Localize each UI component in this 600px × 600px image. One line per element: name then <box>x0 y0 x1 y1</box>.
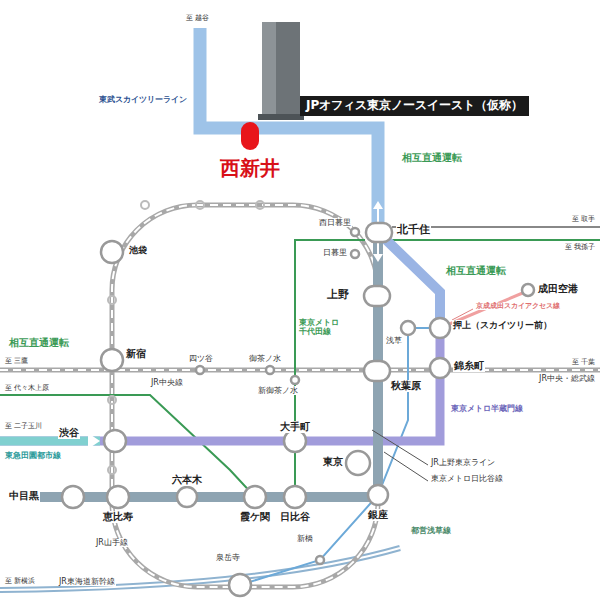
station-markers <box>62 223 534 596</box>
map-label: 東京メトロ半蔵門線 <box>450 404 524 413</box>
map-label: 大手町 <box>279 421 311 433</box>
map-label: 都営浅草線 <box>410 526 452 535</box>
map-label: 四ツ谷 <box>188 354 214 363</box>
station-marker: 西新井 <box>200 120 300 180</box>
map-label: 錦糸町 <box>453 360 485 372</box>
map-label: 東京 <box>322 456 344 468</box>
map-label: 北千住 <box>396 224 431 237</box>
map-label: 東武スカイツリーライン <box>98 95 188 104</box>
map-label: 東急田園都市線 <box>4 451 62 460</box>
map-label: JR中央線 <box>150 378 184 387</box>
map-label: 新宿 <box>125 348 147 360</box>
map-label: JR東海道新幹線 <box>58 577 116 586</box>
map-label: 成田空港 <box>537 283 579 295</box>
map-label: 恵比寿 <box>102 511 134 523</box>
map-label: 至 代々木上原 <box>4 384 50 392</box>
building-illustration <box>258 22 304 120</box>
map-label: 霞ケ関 <box>239 511 271 523</box>
map-label: 御茶ノ水 <box>248 354 282 363</box>
map-label: JR上野東京ライン <box>430 458 496 467</box>
map-label: 新御茶ノ水 <box>257 386 299 395</box>
map-label: JR中央・総武線 <box>538 374 596 383</box>
map-label: 東京メトロ日比谷線 <box>430 474 504 483</box>
map-label: 相互直通運転 <box>8 337 70 349</box>
map-label: 至 二子玉川 <box>4 422 43 430</box>
title-text: JPオフィス東京ノースイースト（仮称） <box>306 98 523 114</box>
map-label: 至 取手 <box>571 215 596 223</box>
map-label: 至 三鷹 <box>4 357 29 365</box>
map-label: 上野 <box>326 289 350 302</box>
map-label: 新橋 <box>296 534 314 543</box>
map-label: 至 我孫子 <box>564 243 596 251</box>
map-label: 秋葉原 <box>390 380 422 392</box>
map-label: 日比谷 <box>279 511 311 523</box>
map-label: 押上（スカイツリー前） <box>452 320 553 330</box>
map-label: 至 越谷 <box>185 14 210 22</box>
map-label: 至 新横浜 <box>4 577 36 585</box>
map-label: 中目黒 <box>8 490 40 502</box>
map-label: 渋谷 <box>58 427 80 439</box>
map-label: 六本木 <box>171 474 203 486</box>
title-box: JPオフィス東京ノースイースト（仮称） <box>300 96 529 116</box>
map-label: 泉岳寺 <box>215 553 241 562</box>
map-label: 相互直通運転 <box>445 265 507 277</box>
map-label: 京成成田スカイアクセス線 <box>475 302 561 310</box>
station-pill <box>200 120 300 152</box>
map-label: JR山手線 <box>95 538 129 547</box>
map-label: 銀座 <box>367 509 389 521</box>
map-label: 池袋 <box>128 245 148 255</box>
map-label: 相互直通運転 <box>401 152 463 164</box>
map-label: 西日暮里 <box>318 218 352 227</box>
map-label: 日暮里 <box>322 248 348 257</box>
station-name: 西新井 <box>200 156 300 180</box>
map-label: 浅草 <box>385 336 403 345</box>
map-label: 至 千葉 <box>571 358 596 366</box>
map-label: 東京メトロ千代田線 <box>298 318 346 336</box>
